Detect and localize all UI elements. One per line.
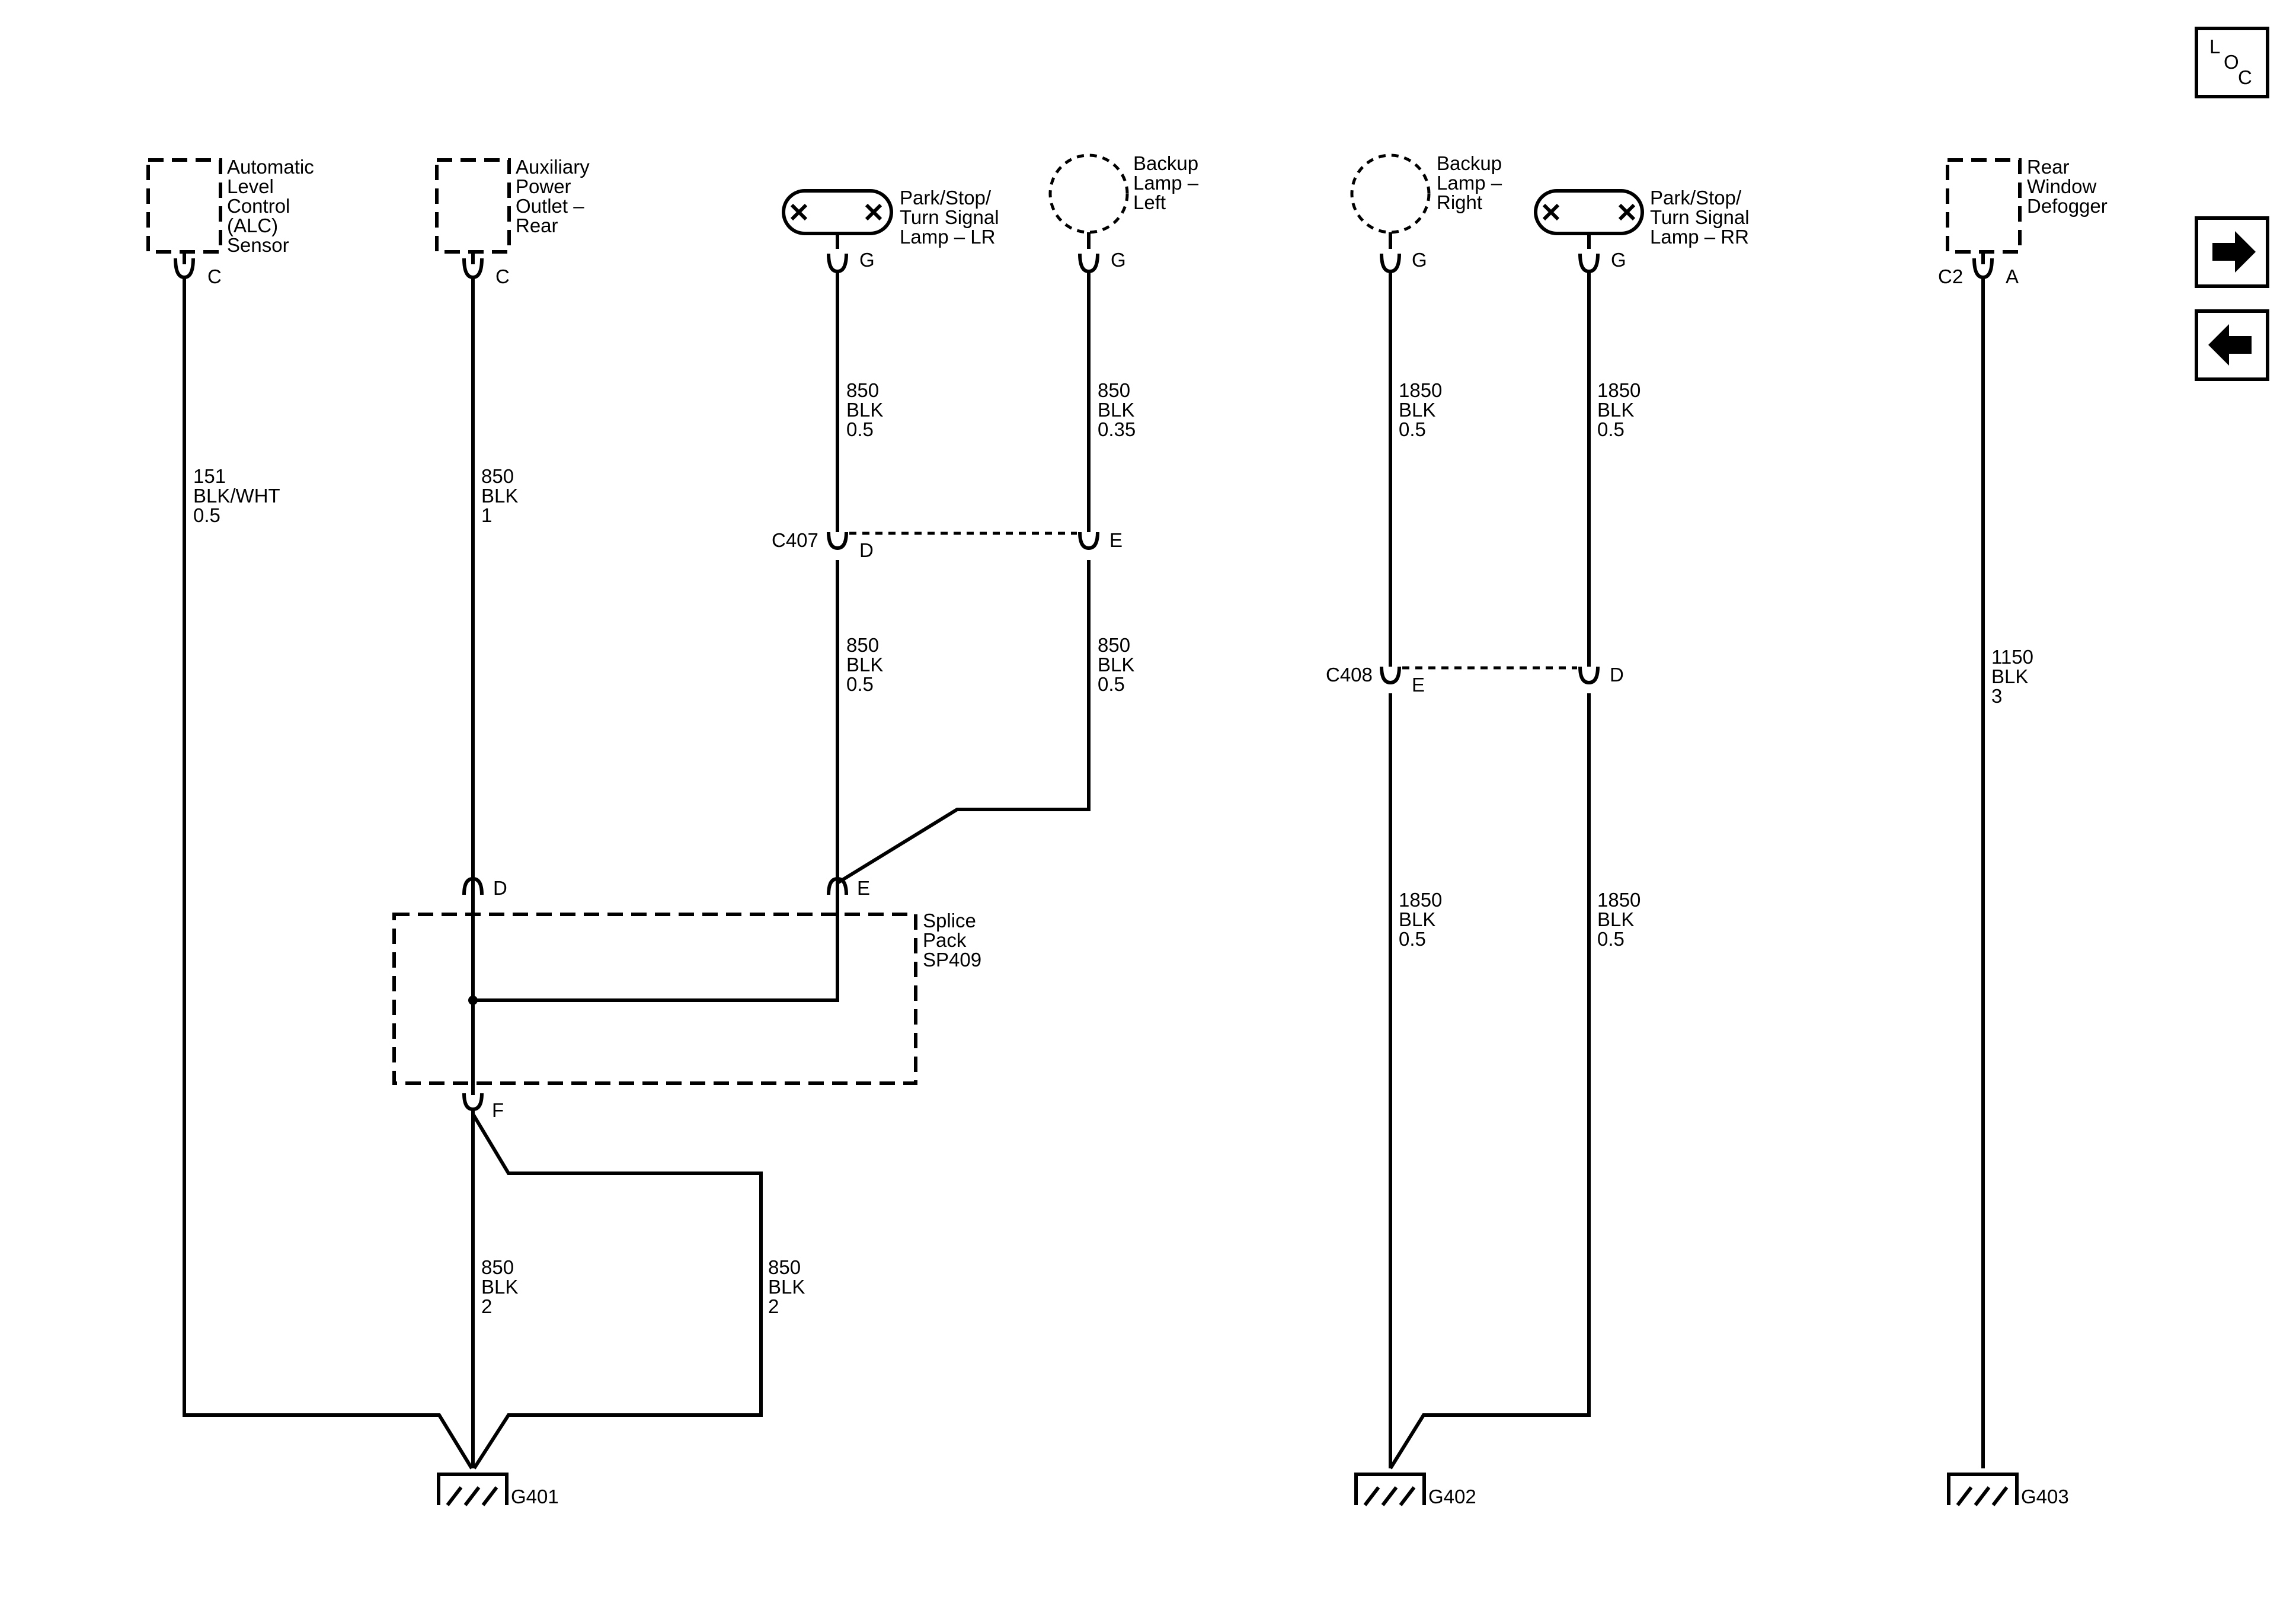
ground-g401: G401 bbox=[437, 1473, 559, 1507]
connector-c407-pin-d: D bbox=[859, 539, 874, 561]
loc-letter-l: L bbox=[2209, 36, 2220, 57]
alc-sensor-pin: C bbox=[207, 265, 222, 287]
connector-c407-pin-e: E bbox=[1109, 529, 1123, 551]
ground-g403-label: G403 bbox=[2021, 1486, 2069, 1507]
rear-window-defogger-connector: C2 bbox=[1938, 265, 1963, 287]
arrow-left-icon bbox=[2208, 324, 2252, 366]
splice-pin-e: E bbox=[857, 877, 870, 899]
splice-pin-d: D bbox=[493, 877, 507, 899]
ground-g402: G402 bbox=[1354, 1473, 1476, 1507]
backup-lamp-left-pin: G bbox=[1111, 249, 1126, 271]
backup-lamp-right-pin: G bbox=[1412, 249, 1427, 271]
splice-junction-dot bbox=[468, 996, 478, 1005]
connector-c408[interactable]: C408 E D bbox=[1326, 651, 1624, 696]
splice-pin-f: F bbox=[492, 1099, 504, 1121]
loc-letter-o: O bbox=[2224, 51, 2239, 73]
next-page-button[interactable] bbox=[2195, 216, 2269, 288]
connector-c408-pin-e: E bbox=[1412, 674, 1425, 696]
ground-g401-label: G401 bbox=[511, 1486, 559, 1507]
connector-c408-name: C408 bbox=[1326, 664, 1373, 686]
ground-g402-label: G402 bbox=[1428, 1486, 1476, 1507]
connector-c408-pin-d: D bbox=[1610, 664, 1624, 686]
connector-c407[interactable]: C407 D E bbox=[772, 516, 1123, 561]
connector-c407-name: C407 bbox=[772, 529, 818, 551]
loc-letter-c: C bbox=[2238, 66, 2252, 88]
prev-page-button[interactable] bbox=[2195, 309, 2269, 381]
arrow-right-icon bbox=[2212, 231, 2256, 273]
ground-g403: G403 bbox=[1947, 1473, 2069, 1507]
loc-button[interactable]: L O C bbox=[2195, 27, 2269, 98]
rear-window-defogger-pin: A bbox=[2006, 265, 2019, 287]
park-stop-turn-lamp-rr-pin: G bbox=[1611, 249, 1626, 271]
park-stop-turn-lamp-lr-pin: G bbox=[859, 249, 875, 271]
aux-power-outlet-pin: C bbox=[495, 265, 510, 287]
